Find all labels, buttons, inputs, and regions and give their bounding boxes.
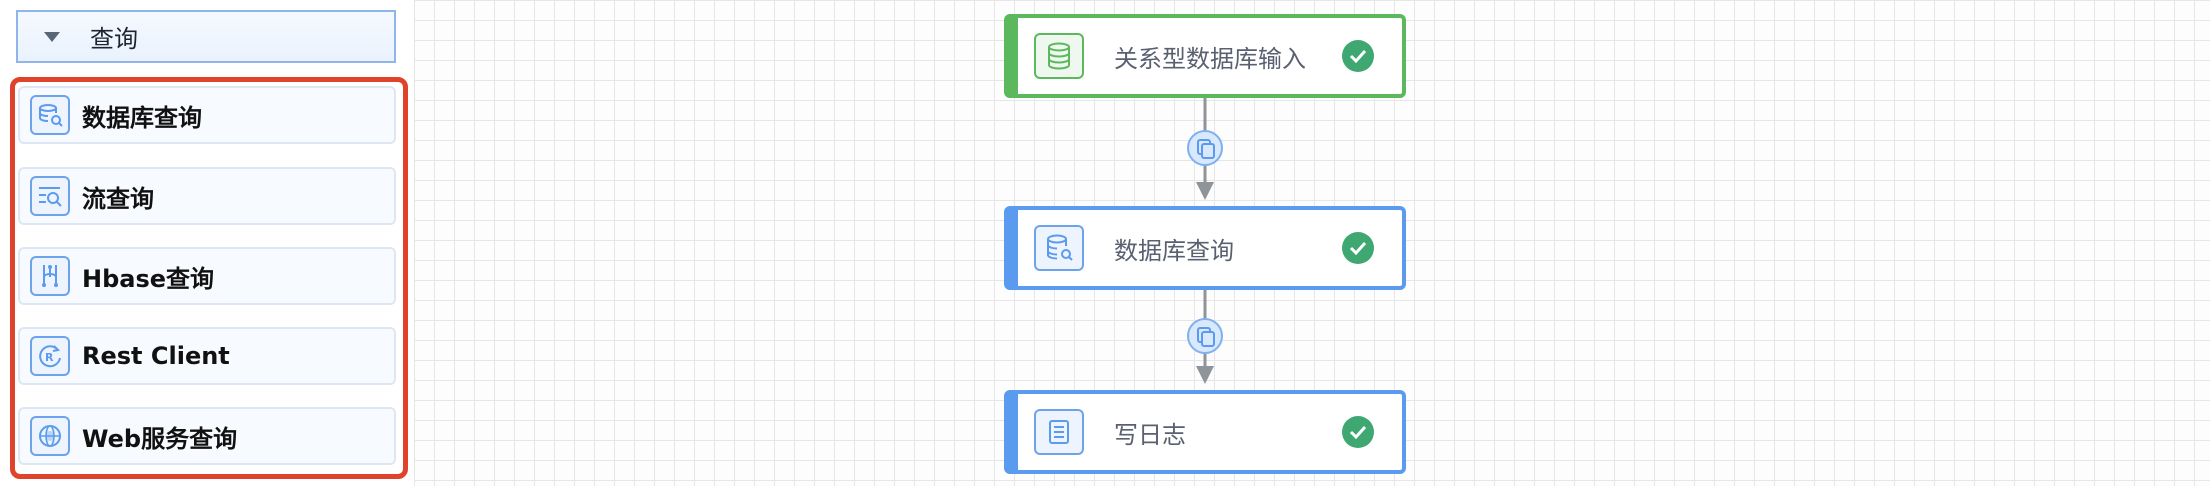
- connector-copy-2[interactable]: [1187, 318, 1227, 362]
- sidebar-item-stream-query[interactable]: 流查询: [18, 167, 396, 225]
- copy-icon: [1187, 130, 1223, 166]
- sidebar-item-label: Hbase查询: [82, 264, 215, 293]
- sidebar-item-label: Rest Client: [82, 342, 230, 370]
- database-search-icon: [30, 95, 70, 135]
- highlight-box: [10, 77, 408, 479]
- node-label: 写日志: [1114, 420, 1186, 449]
- flow-node-relational-db-input[interactable]: 关系型数据库输入: [1004, 14, 1406, 98]
- success-check-icon: [1342, 232, 1374, 264]
- database-search-icon: [1034, 225, 1084, 271]
- node-label: 数据库查询: [1114, 236, 1234, 265]
- flow-node-write-log[interactable]: 写日志: [1004, 390, 1406, 474]
- stream-search-icon: [30, 176, 70, 216]
- sidebar-item-hbase-query[interactable]: Hbase查询: [18, 247, 396, 305]
- sidebar-item-web-service-query[interactable]: Web服务查询: [18, 407, 396, 465]
- query-group-header[interactable]: 查询: [16, 10, 396, 63]
- caret-down-icon[interactable]: [44, 31, 60, 42]
- flow-node-database-query[interactable]: 数据库查询: [1004, 206, 1406, 290]
- database-stack-icon: [1034, 33, 1084, 79]
- node-label: 关系型数据库输入: [1114, 44, 1306, 73]
- sidebar-item-rest-client[interactable]: R Rest Client: [18, 327, 396, 385]
- log-icon: [1034, 409, 1084, 455]
- sidebar-item-label: 流查询: [82, 184, 154, 213]
- sidebar-item-label: 数据库查询: [82, 103, 202, 132]
- hbase-icon: [30, 256, 70, 296]
- svg-text:R: R: [45, 351, 54, 364]
- sidebar-item-label: Web服务查询: [82, 424, 238, 453]
- connector-copy-1[interactable]: [1187, 130, 1227, 174]
- success-check-icon: [1342, 40, 1374, 72]
- rest-client-icon: R: [30, 336, 70, 376]
- group-title: 查询: [90, 25, 138, 53]
- copy-icon: [1187, 318, 1223, 354]
- success-check-icon: [1342, 416, 1374, 448]
- component-sidebar: 查询 数据库查询 流查询: [0, 0, 414, 486]
- sidebar-item-database-query[interactable]: 数据库查询: [18, 86, 396, 144]
- web-service-icon: [30, 416, 70, 456]
